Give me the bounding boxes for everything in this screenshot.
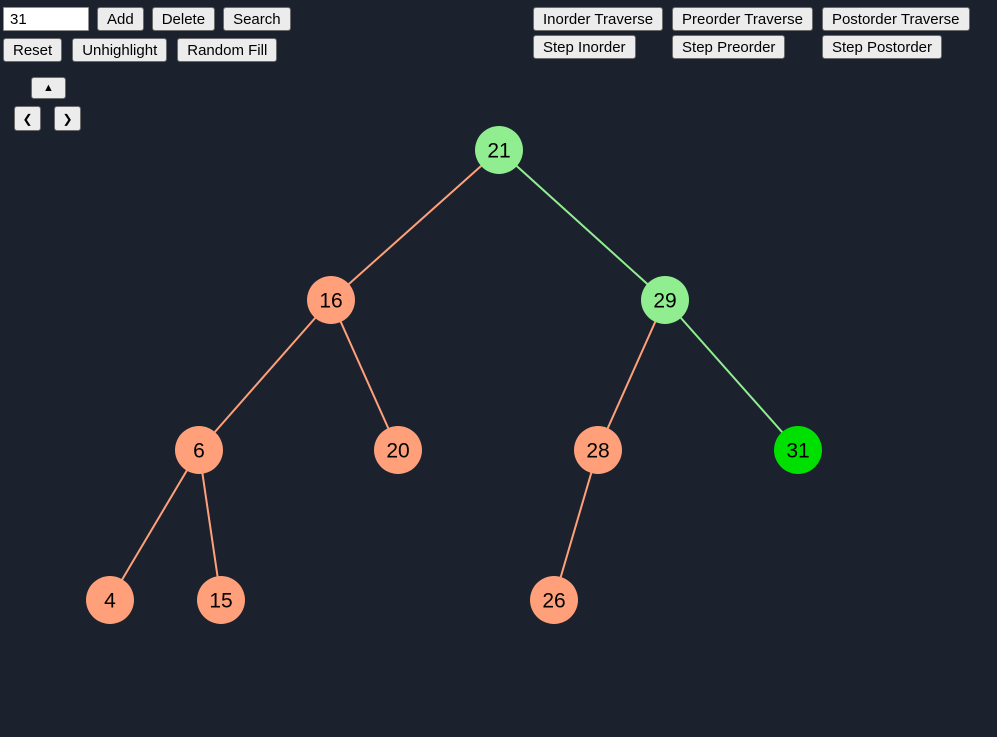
chevron-right-icon: ❯ [62,111,73,126]
step-postorder-button[interactable]: Step Postorder [821,35,942,59]
tree-edge-29-31 [664,299,799,451]
chevron-left-icon: ❮ [22,111,33,126]
tree-edge-16-20 [330,299,399,451]
tree-node-circle [374,426,422,474]
tree-node-29: 29 [641,276,689,324]
pan-pad: ▲ ❮ ❯ [0,77,100,133]
unhighlight-button[interactable]: Unhighlight [72,38,168,62]
delete-button[interactable]: Delete [151,7,216,31]
tree-controls: Add Delete Search Reset Unhighlight Rand… [3,7,291,62]
tree-node-6: 6 [175,426,223,474]
tree-node-circle [574,426,622,474]
tree-node-value: 21 [487,140,510,163]
tree-edge-21-29 [498,149,666,301]
add-button[interactable]: Add [97,7,144,31]
random-fill-button[interactable]: Random Fill [177,38,278,62]
step-inorder-button[interactable]: Step Inorder [533,35,636,59]
pan-up-button[interactable]: ▲ [31,77,66,99]
tree-edge-16-6 [198,299,332,451]
tree-node-value: 6 [193,440,205,463]
tree-node-circle [197,576,245,624]
tree-node-21: 21 [475,126,523,174]
traversal-controls: Inorder Traverse Preorder Traverse Posto… [533,7,970,59]
search-button[interactable]: Search [223,7,291,31]
tree-node-value: 26 [542,590,565,613]
tree-nodes-layer: 21 16 29 6 20 28 31 4 15 26 [86,126,822,624]
tree-node-circle [475,126,523,174]
preorder-traverse-button[interactable]: Preorder Traverse [672,7,813,31]
tree-node-circle [530,576,578,624]
tree-edge-28-26 [553,449,599,601]
tree-node-circle [774,426,822,474]
tree-edge-6-15 [198,449,222,601]
tree-node-circle [86,576,134,624]
controls-row-1: Add Delete Search [3,7,291,31]
tree-node-16: 16 [307,276,355,324]
tree-edge-6-4 [109,449,200,601]
step-preorder-button[interactable]: Step Preorder [672,35,786,59]
tree-node-value: 20 [386,440,409,463]
pan-left-button[interactable]: ❮ [14,106,41,131]
tree-node-31: 31 [774,426,822,474]
tree-node-value: 29 [653,290,676,313]
tree-node-circle [307,276,355,324]
tree-edges-layer [109,149,799,601]
tree-node-20: 20 [374,426,422,474]
tree-node-value: 28 [586,440,609,463]
controls-row-2: Reset Unhighlight Random Fill [3,38,291,62]
tree-edge-29-28 [597,299,666,451]
tree-node-15: 15 [197,576,245,624]
up-arrow-icon: ▲ [43,81,54,94]
pan-right-button[interactable]: ❯ [54,106,81,131]
tree-edge-21-16 [330,149,500,301]
tree-node-28: 28 [574,426,622,474]
tree-node-4: 4 [86,576,134,624]
tree-node-value: 15 [209,590,232,613]
tree-node-26: 26 [530,576,578,624]
tree-node-value: 16 [319,290,342,313]
reset-button[interactable]: Reset [3,38,63,62]
tree-node-circle [175,426,223,474]
value-input[interactable] [3,7,89,31]
tree-node-circle [641,276,689,324]
tree-node-value: 31 [786,440,809,463]
tree-node-value: 4 [104,590,116,613]
postorder-traverse-button[interactable]: Postorder Traverse [821,7,970,31]
inorder-traverse-button[interactable]: Inorder Traverse [533,7,664,31]
